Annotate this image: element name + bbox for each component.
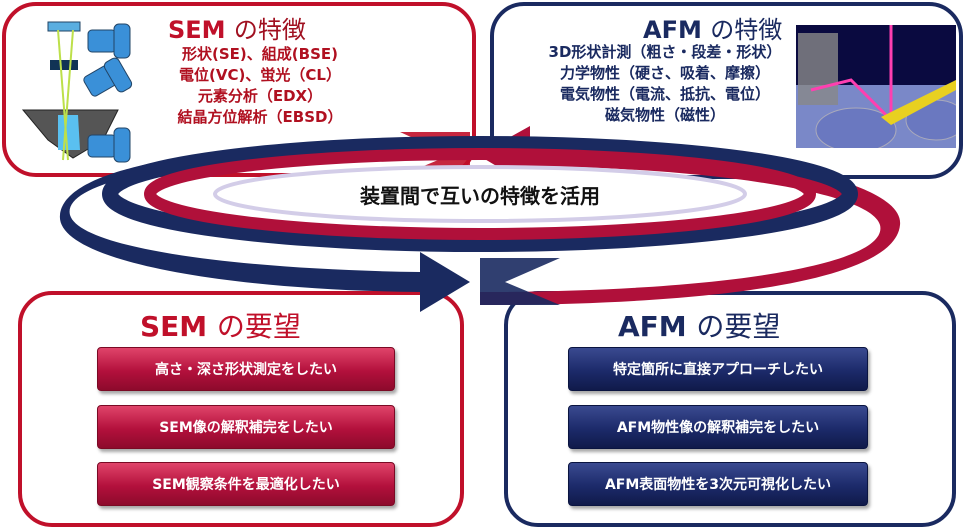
sem-features-list: 形状(SE)、組成(BSE) 電位(VC)、蛍光（CL） 元素分析（EDX） 結…: [160, 44, 360, 128]
navy-cycle-arrow: [59, 140, 480, 312]
sem-feature-item: 電位(VC)、蛍光（CL）: [179, 66, 341, 84]
sem-need-image-interpretation[interactable]: SEM像の解釈補完をしたい: [97, 405, 395, 449]
afm-illustration: [796, 25, 956, 148]
center-label: 装置間で互いの特徴を活用: [360, 184, 600, 208]
sem-features-title: SEM の特徴: [168, 16, 306, 44]
sem-illustration: [21, 21, 133, 163]
afm-feature-item: 磁気物性（磁性）: [604, 106, 725, 124]
afm-need-image-interpretation[interactable]: AFM物性像の解釈補完をしたい: [568, 405, 868, 449]
sem-feature-item: 結晶方位解析（EBSD）: [177, 108, 343, 126]
afm-need-3d-visualization[interactable]: AFM表面物性を3次元可視化したい: [568, 462, 868, 506]
afm-features-list: 3D形状計測（粗さ・段差・形状） 力学物性（硬さ、吸着、摩擦） 電気物性（電流、…: [530, 42, 800, 126]
afm-feature-item: 3D形状計測（粗さ・段差・形状）: [548, 43, 782, 61]
afm-feature-item: 力学物性（硬さ、吸着、摩擦）: [559, 64, 770, 82]
afm-needs-title: AFM の要望: [618, 310, 781, 343]
sem-feature-item: 元素分析（EDX）: [197, 87, 323, 105]
sem-needs-title: SEM の要望: [140, 310, 301, 343]
sem-need-height-measure[interactable]: 高さ・深さ形状測定をしたい: [97, 347, 395, 391]
sem-need-condition-optimize[interactable]: SEM観察条件を最適化したい: [97, 462, 395, 506]
sem-feature-item: 形状(SE)、組成(BSE): [182, 45, 338, 63]
afm-features-title: AFM の特徴: [643, 16, 783, 44]
afm-feature-item: 電気物性（電流、抵抗、電位）: [559, 85, 770, 103]
afm-need-direct-approach[interactable]: 特定箇所に直接アプローチしたい: [568, 347, 868, 391]
